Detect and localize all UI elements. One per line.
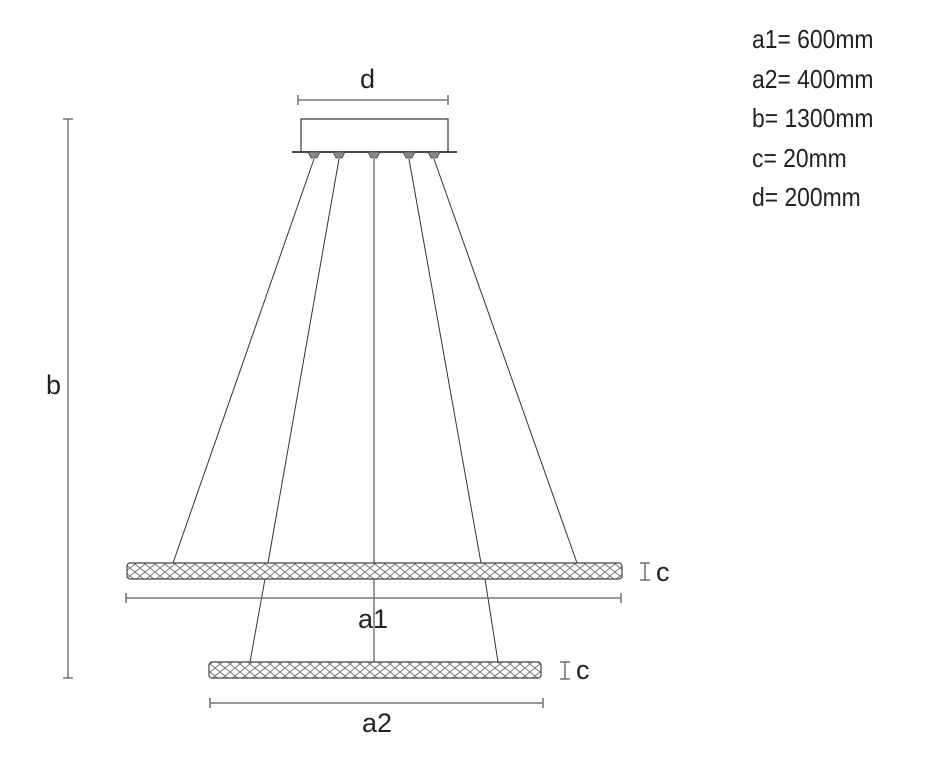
legend-a1: a1= 600mm — [752, 24, 874, 54]
dimension-b — [63, 118, 73, 679]
upper-ring — [126, 562, 623, 580]
legend-a2: a2= 400mm — [752, 63, 874, 94]
dimensions-legend: a1= 600mm a2= 400mm b= 1300mm c= 20mm d=… — [752, 20, 873, 218]
ceiling-canopy — [292, 118, 457, 159]
label-c-upper: c — [656, 557, 670, 587]
legend-d: d= 200mm — [752, 182, 861, 212]
dimension-d — [297, 95, 449, 105]
dimension-c-lower — [560, 661, 570, 680]
legend-c: c= 20mm — [752, 142, 847, 173]
dimension-c-upper — [640, 562, 650, 581]
dimension-a1 — [125, 593, 622, 603]
legend-b: b= 1300mm — [752, 103, 874, 133]
label-a2: a2 — [362, 708, 392, 738]
label-a1: a1 — [358, 604, 388, 634]
label-b: b — [46, 370, 61, 400]
lower-ring — [208, 661, 542, 679]
suspension-wires — [172, 158, 578, 663]
label-d: d — [360, 64, 375, 94]
label-c-lower: c — [576, 655, 590, 685]
dimension-a2 — [209, 698, 544, 708]
